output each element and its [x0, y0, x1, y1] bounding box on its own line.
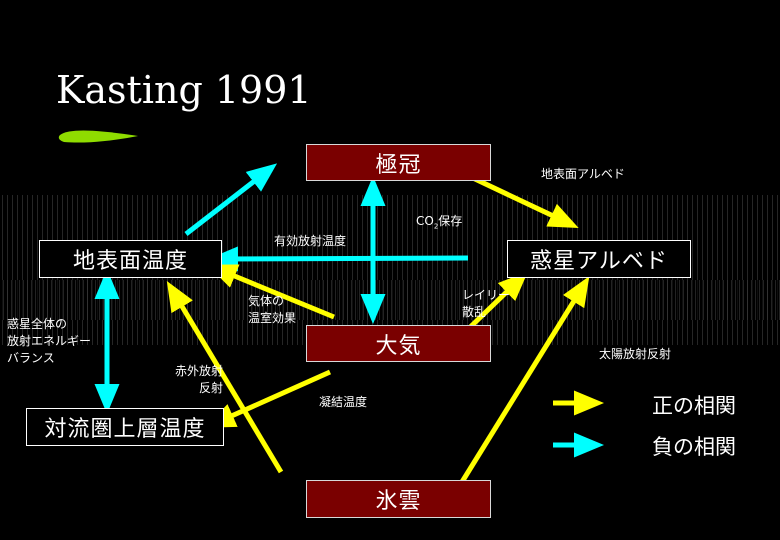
label-greenhouse-effect: 気体の 温室効果	[248, 293, 296, 327]
arrow-albedo-to-surface-temp	[208, 246, 469, 272]
label-rayleigh-line2: 散乱	[462, 305, 487, 319]
label-co2-post: 保存	[438, 214, 463, 228]
label-surface-albedo: 地表面アルベド	[541, 167, 625, 181]
label-infrared-reflection: 赤外放射 反射	[163, 363, 223, 397]
background-stripes-lower	[0, 280, 780, 320]
node-surface-temperature: 地表面温度	[39, 240, 222, 278]
arrow-atmosphere-to-upper-trop	[205, 369, 332, 428]
label-infrared-line2: 反射	[198, 381, 223, 395]
label-effective-radiation-temp: 有効放射温度	[274, 234, 347, 248]
node-polar-cap: 極冠	[306, 144, 491, 181]
label-condensation-temp: 凝結温度	[319, 395, 368, 409]
label-infrared-line1: 赤外放射	[174, 364, 223, 378]
label-rayleigh-line1: レイリー	[462, 288, 511, 302]
brush-stroke-decoration	[58, 130, 138, 143]
legend-negative-label: 負の相関	[652, 435, 736, 459]
label-balance-line2: 放射エネルギー	[7, 334, 92, 348]
label-solar-reflection: 太陽放射反射	[599, 347, 672, 361]
arrow-atmosphere-to-surface-temp	[207, 264, 335, 320]
label-greenhouse-line2: 温室効果	[248, 311, 297, 325]
label-balance-line3: バランス	[7, 351, 55, 365]
label-rayleigh-scattering: レイリー 散乱	[462, 287, 510, 321]
node-planetary-albedo: 惑星アルベド	[507, 240, 691, 278]
label-balance-line1: 惑星全体の	[7, 317, 68, 331]
page-title: Kasting 1991	[56, 68, 312, 112]
arrow-surface-temp-to-polar-cap	[184, 163, 278, 236]
node-upper-troposphere-temperature: 対流圏上層温度	[26, 408, 224, 446]
label-co2-sub: 2	[433, 222, 439, 231]
label-radiation-balance: 惑星全体の 放射エネルギー バランス	[7, 316, 91, 367]
arrow-ice-cloud-to-albedo	[454, 276, 590, 492]
label-co2-conservation: CO2保存	[416, 213, 462, 235]
arrow-ice-cloud-to-surface-temp	[166, 280, 284, 474]
node-ice-cloud: 氷雲	[306, 480, 491, 518]
label-co2-pre: CO	[416, 214, 434, 228]
label-greenhouse-line1: 気体の	[248, 294, 285, 308]
node-atmosphere: 大気	[306, 325, 491, 362]
legend-positive-label: 正の相関	[652, 394, 736, 418]
